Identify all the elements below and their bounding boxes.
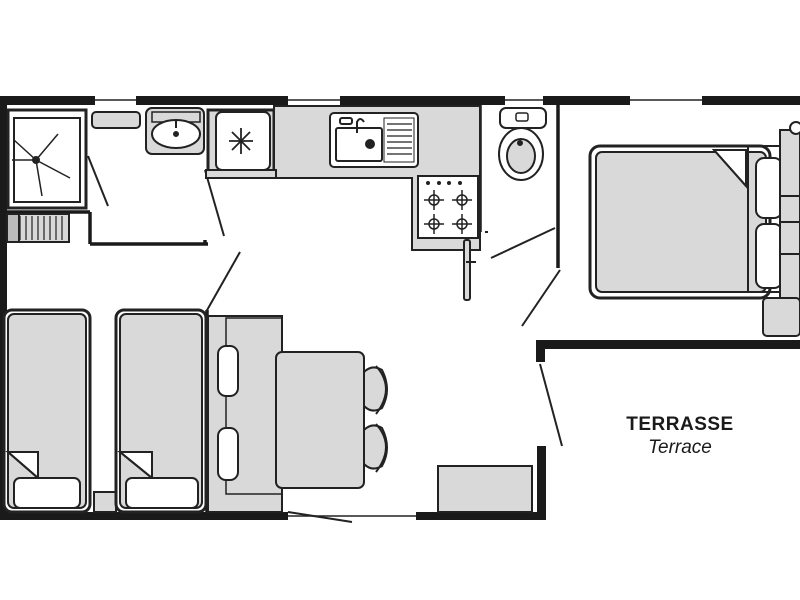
- single-bed-right: [114, 308, 208, 514]
- storage-rack: [6, 213, 70, 243]
- toilet: [498, 107, 547, 181]
- washbasin: [145, 107, 205, 155]
- door-lines: [87, 155, 563, 523]
- terrace-label-fr: TERRASSE: [626, 414, 734, 435]
- dining-table: [275, 351, 365, 489]
- chairs: [363, 365, 388, 473]
- single-bed-left: [2, 308, 92, 514]
- double-bed: [588, 121, 800, 337]
- terrace-label: TERRASSE Terrace: [600, 414, 760, 459]
- exterior-walls: [0, 96, 800, 520]
- terrace-label-en: Terrace: [648, 437, 712, 458]
- kitchen-sink: [329, 112, 419, 168]
- bathroom-shelf: [91, 111, 141, 129]
- bench-seating: [207, 315, 283, 513]
- nightstand: [93, 491, 117, 513]
- stove: [417, 175, 479, 239]
- fridge: [206, 108, 276, 178]
- cabinet: [437, 465, 533, 513]
- shower: [6, 108, 88, 210]
- oven-door: [463, 239, 471, 301]
